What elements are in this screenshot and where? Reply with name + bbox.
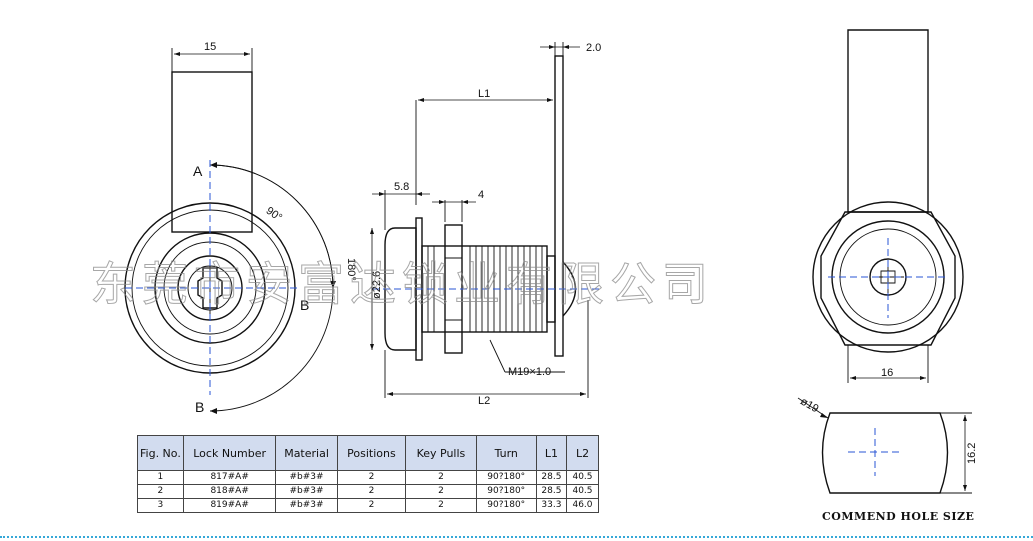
cell-l1: 28.5 bbox=[535, 470, 568, 485]
rear-view: 16 bbox=[812, 29, 964, 383]
col-header-l2: L2 bbox=[566, 435, 599, 471]
col-header-fig: Fig. No. bbox=[137, 435, 184, 471]
table-row: 3 819#A# #b#3# 2 2 90?180° 33.3 46.0 bbox=[137, 498, 599, 513]
cell-material: #b#3# bbox=[275, 498, 338, 513]
angle-180-label: 180° bbox=[345, 258, 357, 281]
table-row: 2 818#A# #b#3# 2 2 90?180° 28.5 40.5 bbox=[137, 484, 599, 499]
dim-16-2-label: 16.2 bbox=[966, 443, 978, 464]
bottom-dotted-divider bbox=[0, 536, 1033, 538]
cell-key-pulls: 2 bbox=[405, 484, 477, 499]
col-header-turn: Turn bbox=[475, 435, 537, 471]
cell-fig: 3 bbox=[137, 498, 184, 513]
cell-material: #b#3# bbox=[275, 470, 338, 485]
dim-l2-label: L2 bbox=[478, 395, 490, 407]
cell-turn: 90?180° bbox=[475, 498, 537, 513]
front-keyway bbox=[197, 267, 223, 309]
front-view: 15 A B B 90° 180° bbox=[124, 41, 357, 415]
cell-lock-number: 818#A# bbox=[182, 484, 277, 499]
rear-cam-arm bbox=[847, 29, 929, 213]
table-row: 1 817#A# #b#3# 2 2 90?180° 28.5 40.5 bbox=[137, 470, 599, 485]
spec-table: Fig. No. Lock Number Material Positions … bbox=[137, 435, 599, 513]
cell-lock-number: 819#A# bbox=[182, 498, 277, 513]
cell-lock-number: 817#A# bbox=[182, 470, 277, 485]
dim-4-label: 4 bbox=[478, 189, 484, 201]
dim-dia-22-6-label: ø22.6 bbox=[371, 271, 383, 299]
side-view: 2.0 L1 5.8 4 bbox=[370, 42, 601, 407]
position-label-b-bottom: B bbox=[195, 399, 204, 415]
cell-fig: 1 bbox=[137, 470, 184, 485]
angle-90-label: 90° bbox=[264, 205, 285, 224]
cell-material: #b#3# bbox=[275, 484, 338, 499]
dim-l1-label: L1 bbox=[478, 88, 490, 100]
dim-16-label: 16 bbox=[881, 367, 893, 379]
cell-turn: 90?180° bbox=[475, 484, 537, 499]
cell-key-pulls: 2 bbox=[405, 498, 477, 513]
side-head bbox=[384, 227, 417, 351]
rear-flange bbox=[812, 201, 964, 353]
dim-15-label: 15 bbox=[204, 41, 216, 53]
col-header-material: Material bbox=[275, 435, 338, 471]
dim-2-label: 2.0 bbox=[586, 42, 601, 54]
cell-key-pulls: 2 bbox=[405, 470, 477, 485]
front-cam-arm bbox=[171, 71, 253, 233]
rear-hex-nut bbox=[820, 211, 956, 346]
col-header-l1: L1 bbox=[535, 435, 568, 471]
watermark-text: 东莞市安富达锁业有限公司 bbox=[90, 257, 714, 311]
cell-turn: 90?180° bbox=[475, 470, 537, 485]
cell-l2: 40.5 bbox=[566, 470, 599, 485]
thread-callout: M19×1.0 bbox=[508, 366, 551, 378]
cell-l1: 33.3 bbox=[535, 498, 568, 513]
col-header-positions: Positions bbox=[336, 435, 407, 471]
hole-caption: COMMEND HOLE SIZE bbox=[822, 510, 974, 523]
side-cam-plate bbox=[554, 55, 564, 357]
cell-l2: 40.5 bbox=[566, 484, 599, 499]
cell-positions: 2 bbox=[336, 484, 407, 499]
col-header-lock-number: Lock Number bbox=[182, 435, 277, 471]
cell-positions: 2 bbox=[336, 470, 407, 485]
hole-outline bbox=[821, 412, 949, 494]
hole-size-view: ø19 16.2 COMMEND HOLE SIZE bbox=[797, 395, 978, 523]
dim-dia-19-label: ø19 bbox=[798, 395, 820, 415]
col-header-key-pulls: Key Pulls bbox=[405, 435, 477, 471]
cell-fig: 2 bbox=[137, 484, 184, 499]
dim-5-8-label: 5.8 bbox=[394, 181, 409, 193]
cell-l2: 46.0 bbox=[566, 498, 599, 513]
cell-l1: 28.5 bbox=[535, 484, 568, 499]
cell-positions: 2 bbox=[336, 498, 407, 513]
table-header-row: Fig. No. Lock Number Material Positions … bbox=[137, 435, 599, 471]
position-label-a: A bbox=[193, 163, 203, 179]
position-label-b-right: B bbox=[300, 297, 309, 313]
